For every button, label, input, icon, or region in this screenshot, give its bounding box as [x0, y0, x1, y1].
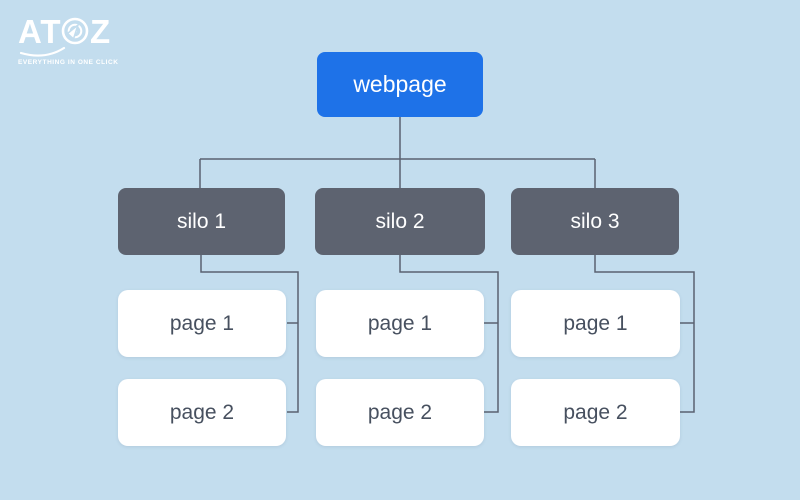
silo3-pages-connector	[594, 255, 695, 413]
logo-text-right: Z	[90, 13, 111, 50]
page-node-label: page 1	[563, 311, 628, 335]
silo-node-3: silo 3	[511, 188, 679, 255]
page-node-silo1-page1: page 1	[118, 290, 286, 357]
atoz-logo-graphic: AT Z	[18, 13, 111, 58]
page-node-label: page 1	[367, 311, 433, 335]
silo1-pages-connector	[200, 255, 299, 413]
silo-node-2: silo 2	[315, 188, 485, 255]
root-node-label: webpage	[353, 71, 447, 97]
silo-node-1: silo 1	[118, 188, 285, 255]
logo-tagline: EVERYTHING IN ONE CLICK	[18, 59, 119, 66]
page-node-label: page 2	[563, 400, 628, 424]
page-node-silo2-page1: page 1	[316, 290, 484, 357]
page-node-silo1-page2: page 2	[118, 379, 286, 446]
atoz-logo: AT Z EVERYTHING IN ONE CLICK	[18, 10, 138, 66]
cursor-arrow-icon	[66, 22, 80, 41]
silo-node-label: silo 2	[375, 209, 425, 233]
page-node-silo3-page2: page 2	[511, 379, 680, 446]
page-node-label: page 1	[169, 311, 235, 335]
page-node-silo3-page1: page 1	[511, 290, 680, 357]
root-node-webpage: webpage	[317, 52, 483, 117]
silo-node-label: silo 1	[176, 209, 227, 233]
root-to-silos-connector	[199, 117, 596, 188]
logo-text-left: AT	[18, 13, 62, 50]
page-node-label: page 2	[169, 400, 235, 424]
page-node-label: page 2	[367, 400, 433, 424]
silo-node-label: silo 3	[570, 209, 620, 233]
page-node-silo2-page2: page 2	[316, 379, 484, 446]
silo2-pages-connector	[399, 255, 499, 413]
